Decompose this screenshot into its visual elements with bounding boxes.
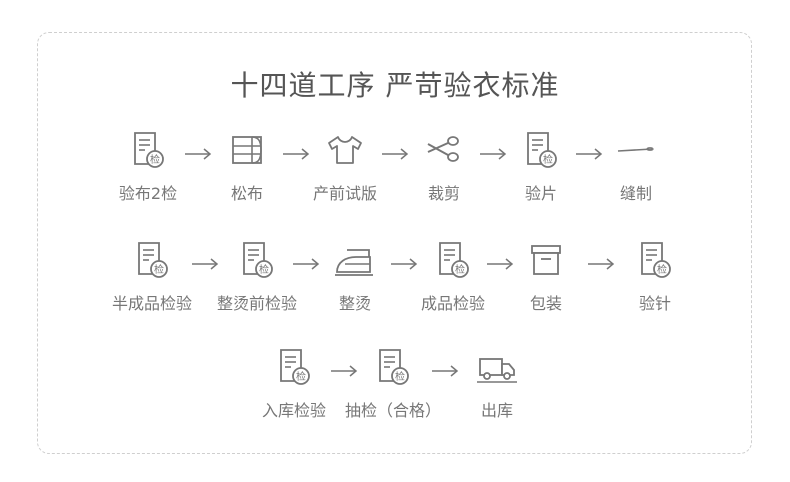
document-check-icon: 检 xyxy=(398,238,508,282)
scissors-icon xyxy=(389,128,499,172)
step-label: 整烫前检验 xyxy=(216,294,297,313)
step-label: 入库检验 xyxy=(261,401,326,420)
process-step: 检整烫前检验 xyxy=(202,238,312,314)
arrow-right-icon xyxy=(587,255,615,270)
process-step: 包装 xyxy=(491,238,601,314)
svg-text:检: 检 xyxy=(455,263,465,276)
process-step: 裁剪 xyxy=(389,128,499,204)
svg-text:检: 检 xyxy=(259,263,269,276)
arrow-right-icon xyxy=(191,255,219,270)
fabric-roll-icon xyxy=(192,128,302,172)
arrow-right-icon xyxy=(486,255,514,270)
svg-text:检: 检 xyxy=(395,370,405,383)
document-check-icon: 检 xyxy=(97,238,207,282)
document-check-icon: 检 xyxy=(202,238,312,282)
step-label: 整烫 xyxy=(338,294,371,313)
page-title: 十四道工序 严苛验衣标准 xyxy=(230,69,560,102)
document-check-icon: 检 xyxy=(338,345,448,389)
svg-text:检: 检 xyxy=(154,263,164,276)
process-step: 检验针 xyxy=(600,238,710,314)
document-check-icon: 检 xyxy=(93,128,203,172)
step-label: 验针 xyxy=(638,294,671,313)
document-check-icon: 检 xyxy=(239,345,349,389)
process-step: 检抽检（合格） xyxy=(338,345,448,421)
step-label: 松布 xyxy=(230,184,263,203)
svg-text:检: 检 xyxy=(296,370,306,383)
process-step: 检成品检验 xyxy=(398,238,508,314)
arrow-right-icon xyxy=(292,255,320,270)
box-icon xyxy=(491,238,601,282)
process-step: 整烫 xyxy=(300,238,410,314)
step-label: 出库 xyxy=(480,401,513,420)
step-label: 产前试版 xyxy=(312,184,377,203)
arrow-right-icon xyxy=(575,145,603,160)
process-step: 缝制 xyxy=(581,128,691,204)
process-step: 检验布2检 xyxy=(93,128,203,204)
arrow-right-icon xyxy=(184,145,212,160)
process-panel xyxy=(37,32,752,454)
step-label: 验片 xyxy=(524,184,557,203)
truck-icon xyxy=(442,345,552,389)
arrow-right-icon xyxy=(479,145,507,160)
arrow-right-icon xyxy=(381,145,409,160)
process-step: 出库 xyxy=(442,345,552,421)
svg-text:检: 检 xyxy=(657,263,667,276)
arrow-right-icon xyxy=(390,255,418,270)
step-label: 缝制 xyxy=(619,184,652,203)
step-label: 裁剪 xyxy=(427,184,460,203)
arrow-right-icon xyxy=(431,362,459,377)
process-step: 产前试版 xyxy=(290,128,400,204)
arrow-right-icon xyxy=(330,362,358,377)
process-step: 松布 xyxy=(192,128,302,204)
svg-text:检: 检 xyxy=(543,153,553,166)
tshirt-icon xyxy=(290,128,400,172)
arrow-right-icon xyxy=(282,145,310,160)
process-step: 检入库检验 xyxy=(239,345,349,421)
svg-text:检: 检 xyxy=(150,153,160,166)
document-check-icon: 检 xyxy=(486,128,596,172)
iron-icon xyxy=(300,238,410,282)
document-check-icon: 检 xyxy=(600,238,710,282)
process-step: 检验片 xyxy=(486,128,596,204)
step-label: 验布2检 xyxy=(118,184,178,203)
step-label: 包装 xyxy=(529,294,562,313)
step-label: 成品检验 xyxy=(420,294,485,313)
process-step: 检半成品检验 xyxy=(97,238,207,314)
step-label: 抽检（合格） xyxy=(344,401,441,420)
step-label: 半成品检验 xyxy=(111,294,192,313)
needle-icon xyxy=(581,128,691,172)
